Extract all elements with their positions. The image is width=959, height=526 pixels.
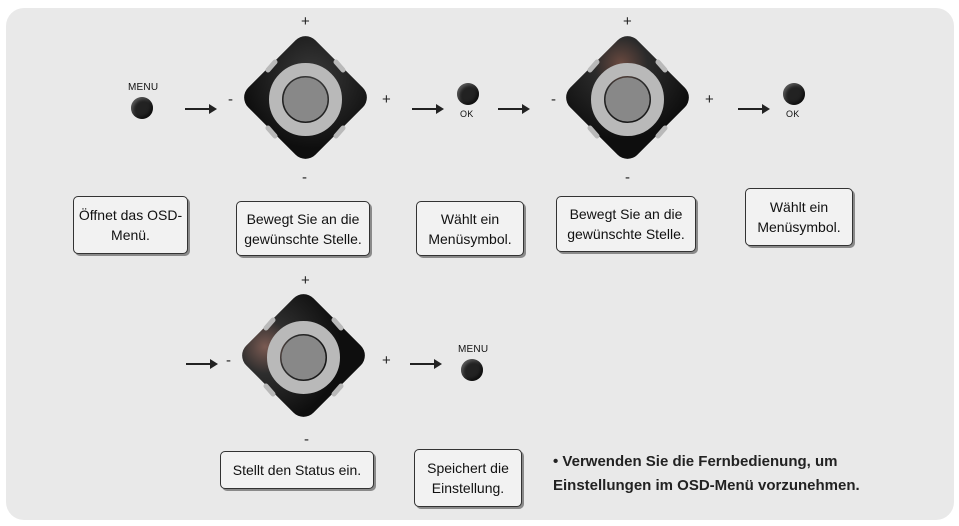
step-box-select: Wählt ein Menüsymbol.: [745, 188, 853, 246]
step-box-select: Wählt ein Menüsymbol.: [416, 201, 524, 256]
plus-sign: +: [705, 91, 714, 108]
plus-sign: +: [623, 13, 632, 30]
minus-sign: -: [625, 169, 630, 186]
remote-control-note: • Verwenden Sie die Fernbedienung, um Ei…: [553, 450, 860, 498]
plus-sign: +: [301, 272, 310, 289]
minus-sign: -: [302, 169, 307, 186]
arrow-icon: [738, 104, 770, 114]
step-box-save: Speichert die Einstellung.: [414, 449, 522, 507]
plus-sign: +: [301, 13, 310, 30]
minus-sign: -: [226, 352, 231, 369]
plus-sign: +: [382, 91, 391, 108]
step-box-move: Bewegt Sie an die gewünschte Stelle.: [556, 196, 696, 252]
menu-button-icon: [461, 359, 483, 381]
ok-button-icon: [457, 83, 479, 105]
arrow-icon: [410, 359, 442, 369]
navigation-pad-icon: [236, 286, 371, 429]
menu-button-label: MENU: [128, 82, 159, 93]
arrow-icon: [185, 104, 217, 114]
minus-sign: -: [551, 91, 556, 108]
navigation-pad-icon: [560, 28, 695, 171]
navigation-pad-icon: [238, 28, 373, 171]
step-box-move: Bewegt Sie an die gewünschte Stelle.: [236, 201, 370, 256]
step-box-set-status: Stellt den Status ein.: [220, 451, 374, 489]
step-box-open-menu: Öffnet das OSD-Menü.: [73, 196, 188, 254]
ok-button-label: OK: [460, 109, 474, 119]
minus-sign: -: [304, 431, 309, 448]
ok-button-label: OK: [786, 109, 800, 119]
arrow-icon: [412, 104, 444, 114]
minus-sign: -: [228, 91, 233, 108]
arrow-icon: [186, 359, 218, 369]
ok-button-icon: [783, 83, 805, 105]
menu-button-icon: [131, 97, 153, 119]
menu-button-label: MENU: [458, 344, 489, 355]
note-line: • Verwenden Sie die Fernbedienung, um: [553, 453, 838, 470]
arrow-icon: [498, 104, 530, 114]
note-line: Einstellungen im OSD-Menü vorzunehmen.: [553, 477, 860, 494]
plus-sign: +: [382, 352, 391, 369]
